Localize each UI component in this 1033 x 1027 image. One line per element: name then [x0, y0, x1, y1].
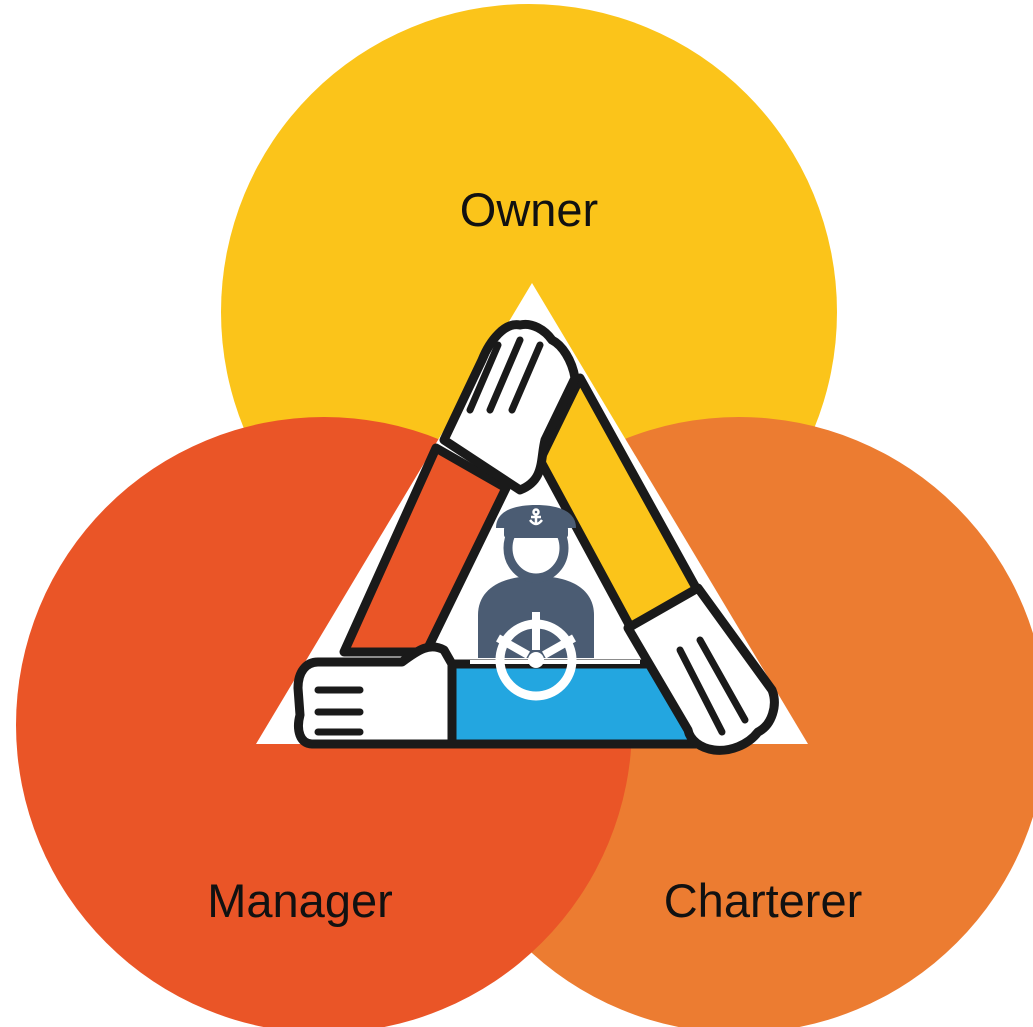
ship-captain-icon: [478, 505, 594, 701]
owner-label: Owner: [460, 183, 598, 236]
manager-label: Manager: [207, 874, 393, 927]
left-hand: [293, 642, 457, 749]
anchor-icon: [529, 508, 543, 526]
hands-triangle-icon: [293, 319, 779, 755]
charterer-label: Charterer: [664, 874, 863, 927]
